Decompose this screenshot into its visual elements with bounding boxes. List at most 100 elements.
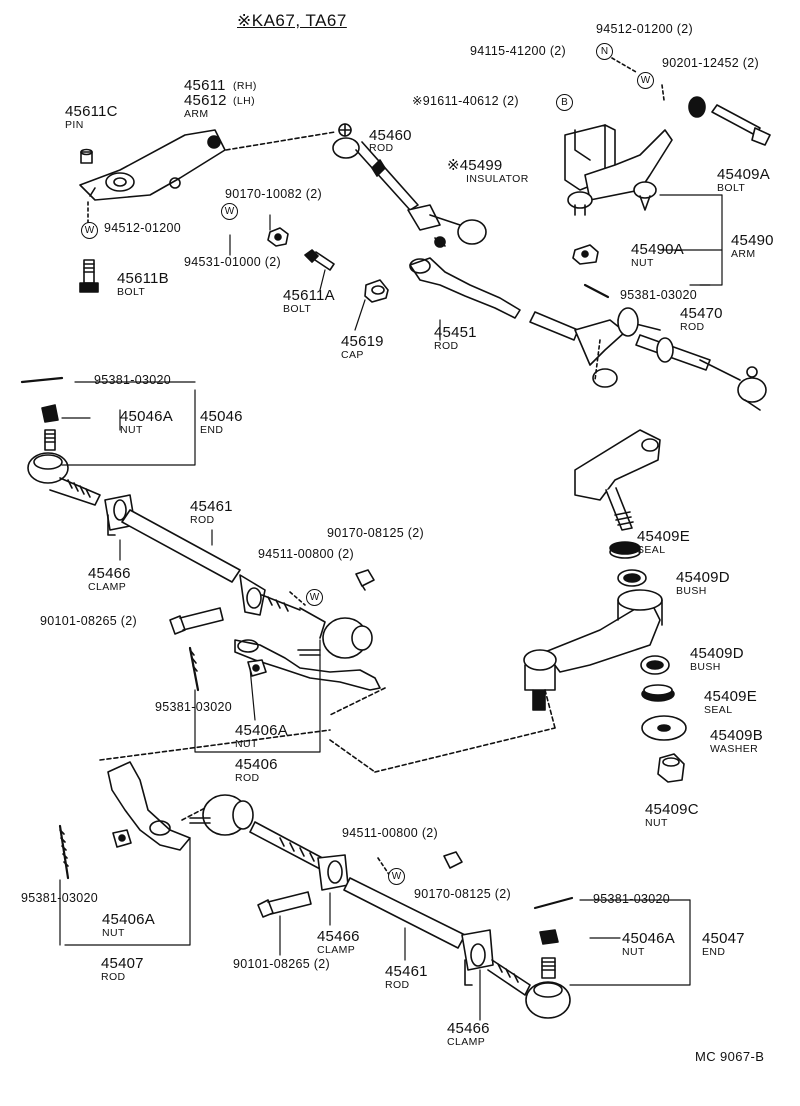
bolt-45611b-drawing [79, 259, 99, 293]
label-45611-side: (RH) [233, 80, 257, 92]
label-45409a-number: 45409A [717, 166, 770, 183]
seal-45409e-b-drawing [641, 684, 675, 702]
tie-rod-end-45046-drawing [20, 376, 101, 506]
label-45466-a-number: 45466 [88, 565, 131, 582]
label-45611a-name: BOLT [283, 303, 312, 315]
washer-symbol: W [388, 868, 405, 885]
label-45046-name: END [200, 424, 224, 436]
label-45499-name: INSULATOR [466, 173, 529, 185]
label-45406a-b-name: NUT [102, 927, 125, 939]
label-45409e-b-number: 45409E [704, 688, 757, 705]
label-45409c-number: 45409C [645, 801, 699, 818]
label-45451-number: 45451 [434, 324, 477, 341]
model-header: ※KA67, TA67 [237, 11, 347, 30]
ref-95381-d: 95381-03020 [593, 892, 670, 906]
nut-symbol: N [596, 43, 613, 60]
clamp-45466-b-drawing [317, 854, 349, 891]
label-45409d-b-name: BUSH [690, 661, 721, 673]
label-45611b-name: BOLT [117, 286, 146, 298]
label-45611c-number: 45611C [65, 103, 118, 120]
cap-45619-drawing [364, 279, 389, 303]
rod-45461-bot-drawing [343, 877, 466, 949]
washer-symbol: W [81, 222, 98, 239]
label-45619-number: 45619 [341, 333, 384, 350]
ref-90101-b: 90101-08265 (2) [233, 957, 330, 971]
label-45046-number: 45046 [200, 408, 243, 425]
label-45409d-a-name: BUSH [676, 585, 707, 597]
label-45409c-name: NUT [645, 817, 668, 829]
rod-45470-drawing [574, 307, 767, 411]
label-45611a-number: 45611A [283, 287, 335, 304]
nut-45406a-b-drawing [112, 829, 132, 848]
bolt-45409a-drawing [711, 104, 771, 146]
ref-90170-08125-a: 90170-08125 (2) [327, 526, 424, 540]
label-45461-top-name: ROD [190, 514, 215, 526]
arm-45611-drawing [79, 129, 226, 201]
label-45466-a-name: CLAMP [88, 581, 127, 593]
label-45406-name: ROD [235, 772, 260, 784]
label-45046a-b-number: 45046A [622, 930, 675, 947]
nut-90170-08125-a-drawing [355, 569, 375, 587]
label-45406a-b-number: 45406A [102, 911, 155, 928]
rod-45406-drawing [234, 574, 381, 691]
bolt-90101-a-drawing [169, 607, 224, 635]
bolt-90101-b-drawing [257, 891, 312, 918]
label-45409a-name: BOLT [717, 182, 746, 194]
idler-arm-drawing [523, 589, 663, 711]
label-45466-c-number: 45466 [447, 1020, 490, 1037]
label-45611b-number: 45611B [117, 270, 169, 287]
label-45409e-b-name: SEAL [704, 704, 733, 716]
label-45046a-number: 45046A [120, 408, 173, 425]
label-45461-bot-number: 45461 [385, 963, 428, 980]
ref-90101-a: 90101-08265 (2) [40, 614, 137, 628]
label-45047-number: 45047 [702, 930, 745, 947]
label-45407-name: ROD [101, 971, 126, 983]
label-45406-number: 45406 [235, 756, 278, 773]
label-45466-c-name: CLAMP [447, 1036, 486, 1048]
label-45470-number: 45470 [680, 305, 723, 322]
label-45466-b-number: 45466 [317, 928, 360, 945]
label-45619-name: CAP [341, 349, 364, 361]
tie-rod-end-45047-drawing [487, 957, 571, 1019]
nut-45409c-drawing [657, 753, 685, 783]
ref-90201: 90201-12452 (2) [662, 56, 759, 70]
label-45612-side: (LH) [233, 95, 256, 107]
ref-95381-b: 95381-03020 [94, 373, 171, 387]
pitman-bracket-drawing [574, 429, 661, 531]
nut-45490a-drawing [572, 244, 599, 265]
label-45046a-b-name: NUT [622, 946, 645, 958]
label-45460-number: 45460 [369, 127, 412, 144]
ref-91611: ※91611-40612 (2) [412, 94, 519, 108]
label-45612-number: 45612 [184, 92, 227, 109]
ref-94511-b: 94511-00800 (2) [342, 826, 439, 840]
label-45409b-number: 45409B [710, 727, 763, 744]
nut-90170-08125-b-drawing [443, 851, 463, 869]
label-45047-name: END [702, 946, 726, 958]
seal-45409e-a-drawing [609, 541, 641, 559]
rod-45451-drawing [409, 257, 579, 341]
ref-95381-a: 95381-03020 [620, 288, 697, 302]
leader-lines [59, 194, 723, 1021]
washer-symbol: W [637, 72, 654, 89]
ref-94531: 94531-01000 (2) [184, 255, 281, 269]
label-45470-name: ROD [680, 321, 705, 333]
label-45461-top-number: 45461 [190, 498, 233, 515]
label-45409e-a-name: SEAL [637, 544, 666, 556]
label-45406a-a-number: 45406A [235, 722, 288, 739]
ref-94512-left: 94512-01200 [104, 221, 181, 235]
ref-90170-10082: 90170-10082 (2) [225, 187, 322, 201]
pin-45611c-drawing [80, 148, 93, 164]
washer-symbol: W [221, 203, 238, 220]
nut-90170-10082-drawing [267, 227, 289, 247]
diagram-code: MC 9067-B [695, 1049, 765, 1064]
idler-arm-45490-drawing [564, 124, 673, 216]
label-45451-name: ROD [434, 340, 459, 352]
nut-45046a-b-drawing [539, 929, 559, 945]
label-45409b-name: WASHER [710, 743, 759, 755]
label-45490-number: 45490 [731, 232, 774, 249]
rod-45461-top-drawing [121, 509, 241, 583]
label-45461-bot-name: ROD [385, 979, 410, 991]
ref-95381-c: 95381-03020 [155, 700, 232, 714]
